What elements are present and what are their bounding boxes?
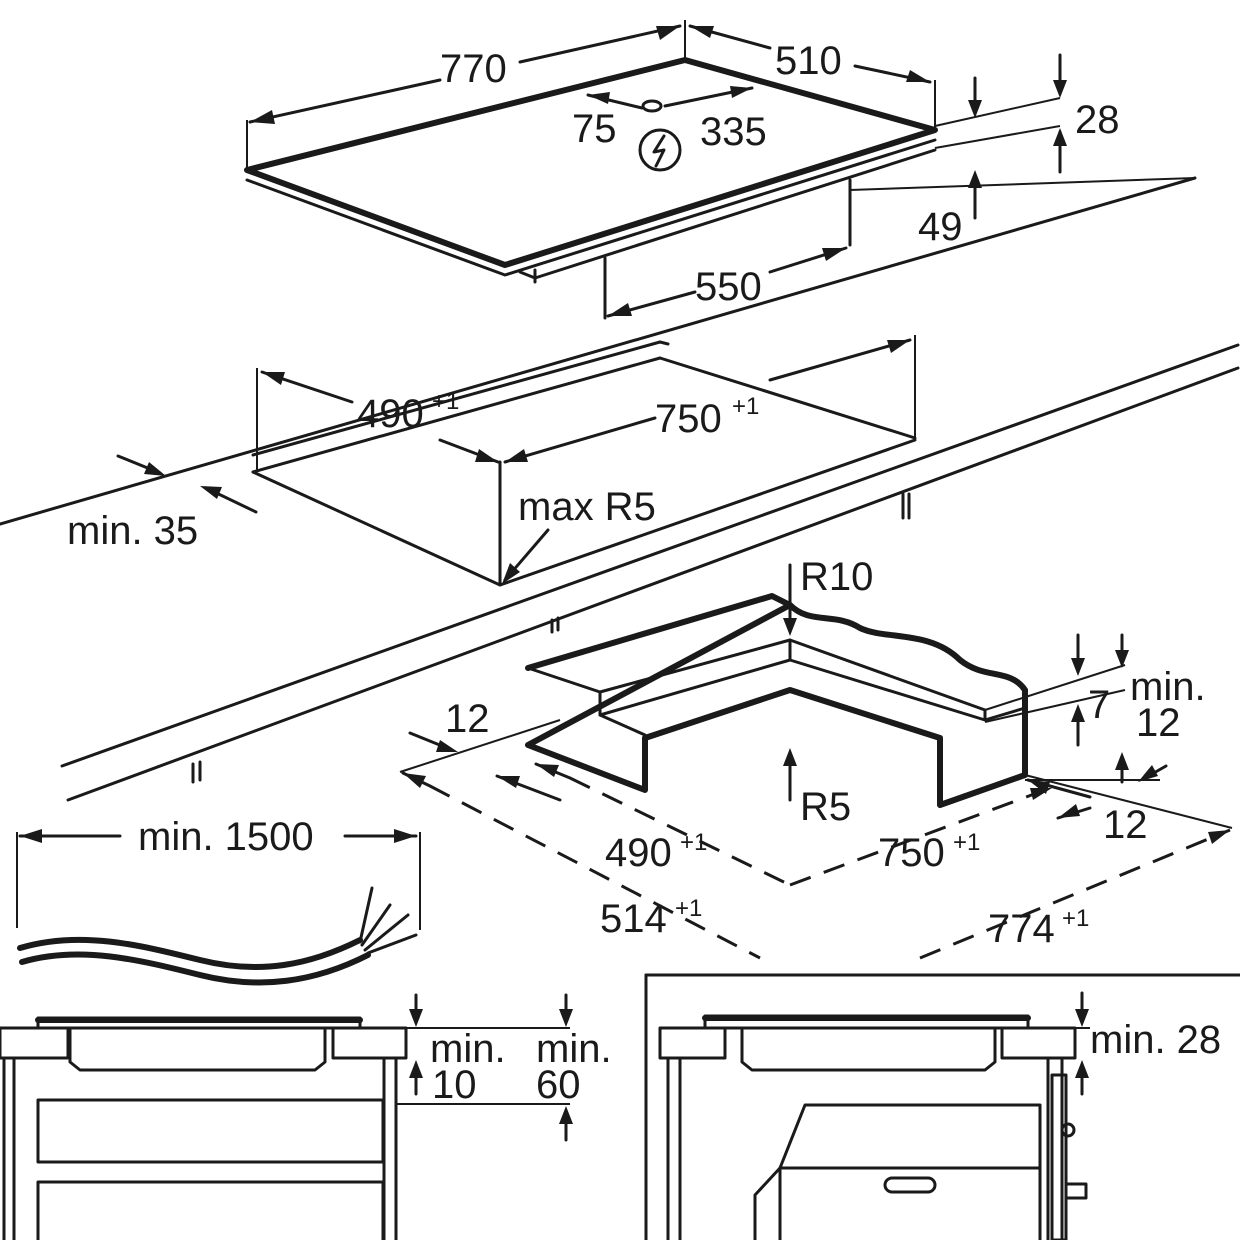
dim-cutout-depth <box>260 370 500 464</box>
cutout-depth-tol: +1 <box>432 388 459 415</box>
dim-cutout-width <box>503 338 912 464</box>
drawer-min-label-a: min. <box>430 1027 506 1071</box>
cutout-width-tol: +1 <box>732 393 759 420</box>
hob-body-edge <box>518 148 937 280</box>
dim-radius-marks <box>783 563 797 802</box>
radius-outer-label: R10 <box>800 555 873 599</box>
section-drawer <box>0 993 573 1240</box>
socket-right-label: 335 <box>700 110 767 154</box>
frame-dimension-lines <box>401 762 1231 960</box>
inner-depth-tol: +1 <box>680 829 707 856</box>
hob-width-label: 770 <box>440 47 507 91</box>
dim-hob-width <box>246 20 686 170</box>
rim-min-label: min. <box>1130 665 1206 709</box>
edge-distance-label: min. 35 <box>67 509 198 553</box>
outer-width-label: 774 <box>988 907 1055 951</box>
frame-drawing <box>525 593 1028 808</box>
cable-drawing <box>16 829 421 986</box>
dim-body-height <box>849 170 1196 220</box>
inner-depth-label: 490 <box>605 831 672 875</box>
drawer-value-b: 60 <box>536 1063 581 1107</box>
oven-clearance-label: min. 28 <box>1090 1018 1221 1062</box>
hob-depth-label: 510 <box>775 39 842 83</box>
hob-glass-top <box>244 57 938 268</box>
socket-hole <box>641 99 663 113</box>
worktop <box>0 176 1240 802</box>
inner-width-label: 750 <box>878 831 945 875</box>
socket-left-label: 75 <box>572 107 617 151</box>
rim-right-label: 12 <box>1103 803 1148 847</box>
rim-min-value: 12 <box>1136 701 1181 745</box>
drawer-min-label-b: min. <box>536 1027 612 1071</box>
dim-corner-radius <box>502 528 550 584</box>
cable-length-label: min. 1500 <box>138 815 314 859</box>
corner-radius-label: max R5 <box>518 485 656 529</box>
dim-edge-distance <box>116 454 258 514</box>
dim-hob-depth <box>688 24 936 130</box>
dim-body-width <box>606 246 848 318</box>
cutout-depth-label: 490 <box>357 392 424 436</box>
radius-inner-label: R5 <box>800 785 851 829</box>
cutout-width-label: 750 <box>655 397 722 441</box>
body-height-label: 49 <box>918 205 963 249</box>
rim-left-label: 12 <box>445 697 490 741</box>
dim-glass-thickness <box>934 53 1067 174</box>
glass-thickness-label: 28 <box>1075 98 1120 142</box>
inner-width-tol: +1 <box>953 829 980 856</box>
hob-glass-edge <box>245 138 937 277</box>
electric-bolt-icon <box>638 128 682 172</box>
outer-depth-tol: +1 <box>675 895 702 922</box>
outer-width-tol: +1 <box>1062 905 1089 932</box>
dim-socket <box>586 86 754 110</box>
section-oven <box>644 973 1240 1240</box>
rim-height-label: 7 <box>1088 683 1110 727</box>
drawer-value-a: 10 <box>432 1063 477 1107</box>
dim-rim-left <box>399 719 561 773</box>
outer-depth-label: 514 <box>600 897 667 941</box>
body-width-label: 550 <box>695 265 762 309</box>
